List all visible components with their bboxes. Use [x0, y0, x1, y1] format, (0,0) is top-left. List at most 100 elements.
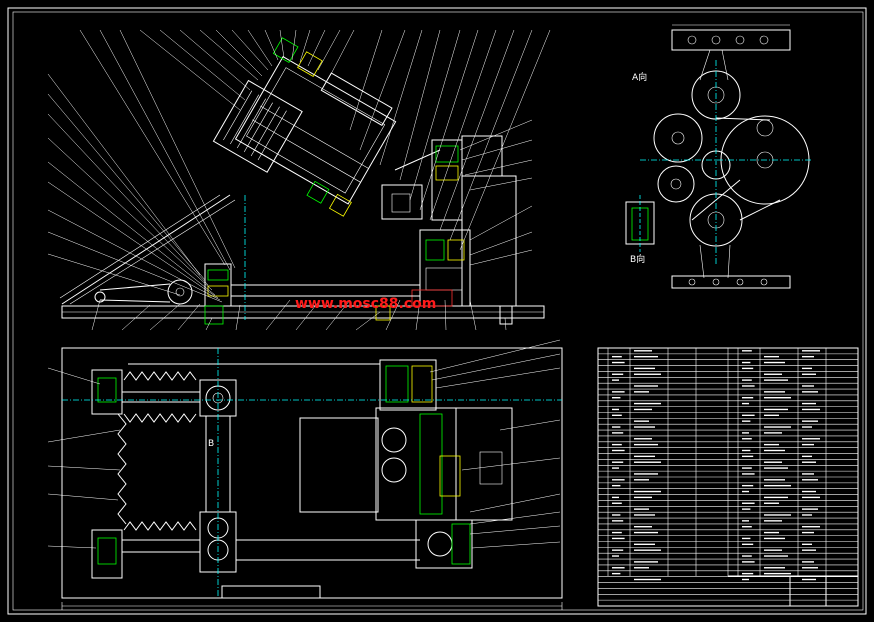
table-cell-text [612, 572, 621, 575]
table-cell-text [742, 402, 749, 405]
table-cell-text [764, 484, 791, 487]
table-cell-text [612, 514, 621, 516]
table-cell-text [612, 443, 622, 446]
table-cell-text [634, 526, 652, 528]
table-cell-text [634, 561, 658, 563]
table-cell-text [742, 432, 749, 434]
table-cell-text [764, 502, 779, 504]
table-cell-text [742, 467, 752, 469]
leader-lines-top [47, 29, 551, 331]
table-cell-text [764, 379, 788, 381]
table-cell-text [742, 555, 752, 557]
table-cell-text [802, 408, 820, 411]
table-cell-text [634, 350, 652, 352]
table-cell-text [612, 355, 622, 358]
table-cell-text [742, 508, 751, 510]
table-cell-text [764, 391, 785, 393]
table-cell-text [764, 426, 791, 428]
table-cell-text [802, 578, 816, 581]
table-cell-text [742, 543, 754, 546]
table-cell-text [634, 531, 658, 534]
table-cell-text [802, 350, 820, 352]
table-cell-text [764, 531, 779, 534]
table-cell-text [742, 484, 754, 487]
table-cell-text [742, 473, 755, 475]
table-cell-text [742, 455, 754, 458]
table-cell-text [802, 526, 820, 528]
table-cell-text [742, 350, 752, 352]
table-cell-text [802, 543, 812, 546]
table-cell-text [634, 455, 655, 458]
table-cell-text [742, 537, 751, 540]
table-cell-text [802, 496, 820, 499]
table-cell-text [612, 414, 622, 417]
table-cell-text [612, 520, 624, 522]
sheet-border [7, 7, 867, 615]
table-cell-text [634, 367, 655, 370]
view-b: B向 [625, 195, 655, 265]
table-cell-text [634, 479, 649, 481]
table-cell-text [634, 373, 661, 375]
table-cell-text [612, 496, 619, 499]
table-cell-text [612, 397, 621, 399]
table-cell-text [764, 555, 788, 557]
table-cell-text [612, 502, 622, 504]
table-cell-text [802, 561, 814, 563]
inner-border [12, 11, 864, 611]
table-cell-text [742, 379, 752, 381]
table-cell-text [634, 496, 652, 499]
table-cell-text [764, 414, 779, 417]
table-cell-text [764, 514, 791, 516]
table-cell-text [802, 508, 818, 510]
table-cell-text [612, 379, 619, 381]
table-cell-text [764, 449, 785, 452]
table-cell-text [764, 408, 788, 411]
table-cell-text [612, 479, 625, 481]
table-cell-text [802, 385, 814, 387]
plan-view: B [61, 347, 563, 610]
view-a-label: A向 [632, 71, 647, 83]
table-cell-text [612, 549, 624, 551]
view-a: A向 [632, 24, 812, 289]
table-cell-text [742, 502, 755, 504]
table-cell-text [802, 367, 812, 370]
table-cell-text [612, 555, 619, 557]
table-cell-text [802, 391, 818, 393]
table-cell-text [742, 578, 749, 581]
table-cell-text [764, 537, 785, 540]
table-cell-text [742, 490, 749, 493]
table-cell-text [634, 567, 649, 569]
table-cell-text [634, 402, 661, 405]
table-cell-text [742, 420, 751, 422]
leader-lines-plan [47, 339, 561, 549]
table-cell-text [742, 526, 752, 528]
table-cell-text [612, 426, 621, 428]
table-cell-text [612, 467, 619, 469]
table-cell-text [764, 432, 782, 434]
table-cell-text [742, 414, 755, 417]
table-cell-text [612, 432, 624, 434]
table-cell-text [634, 355, 658, 358]
watermark: www.mosc88.com [295, 296, 436, 312]
table-cell-text [634, 438, 652, 440]
table-cell-text [612, 567, 625, 569]
table-cell-text [764, 461, 782, 463]
table-cell-text [802, 443, 814, 446]
table-cell-text [802, 426, 812, 428]
table-cell-text [802, 373, 816, 375]
table-cell-text [764, 549, 782, 551]
table-cell-text [802, 514, 812, 516]
table-cell-text [634, 391, 649, 393]
table-cell-text [802, 490, 816, 493]
table-cell-text [742, 385, 755, 387]
table-cell-text [802, 402, 816, 405]
table-cell-text [742, 449, 751, 452]
table-cell-text [612, 408, 619, 411]
table-cell-text [612, 461, 624, 463]
table-cell-text [802, 479, 818, 481]
table-cell-text [764, 467, 788, 469]
table-cell-text [612, 449, 625, 452]
table-cell-text [802, 473, 814, 475]
table-cell-text [612, 484, 621, 487]
